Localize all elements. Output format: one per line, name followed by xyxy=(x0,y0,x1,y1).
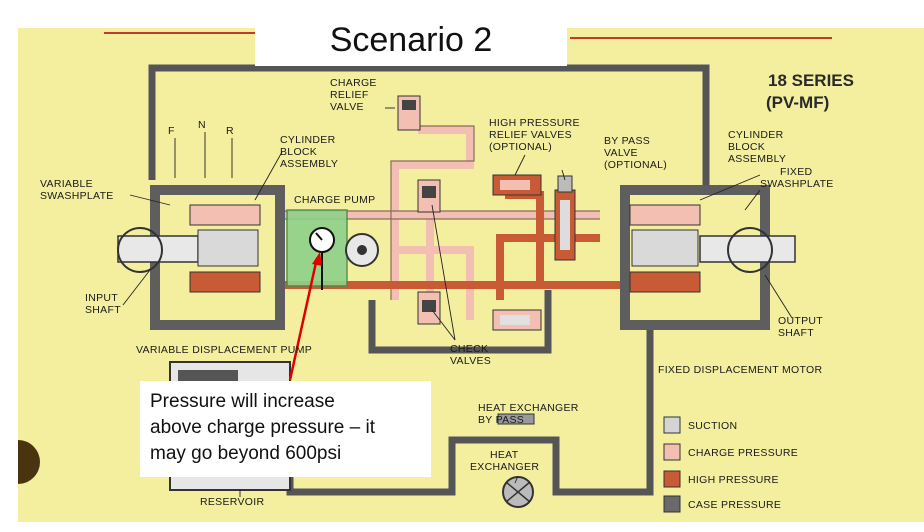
label-output-shaft-2: SHAFT xyxy=(778,327,814,339)
page-title: Scenario 2 xyxy=(329,20,493,59)
legend-swatch-charge-pressure xyxy=(663,443,681,461)
legend-swatch-suction xyxy=(663,416,681,434)
label-var-swash-2: SWASHPLATE xyxy=(40,190,114,202)
label-cyl-left-2: BLOCK xyxy=(280,146,317,158)
high-pressure-relief-valve-lower xyxy=(492,309,542,331)
note-line-3: may go beyond 600psi xyxy=(150,443,342,464)
label-hx-bypass-2: BY PASS xyxy=(478,414,524,426)
label-cyl-right-3: ASSEMBLY xyxy=(728,153,786,165)
label-reservoir: RESERVOIR xyxy=(200,496,264,508)
label-hp-relief-3: (OPTIONAL) xyxy=(489,141,552,153)
label-f: F xyxy=(168,125,175,137)
note-line-2: above charge pressure – it xyxy=(150,417,375,438)
label-check-valves-2: VALVES xyxy=(450,355,491,367)
check-valve-upper xyxy=(417,179,441,213)
label-n: N xyxy=(198,119,206,131)
pressure-gauge xyxy=(309,227,335,290)
red-arrow xyxy=(288,252,322,381)
check-valve-lower xyxy=(417,291,441,325)
label-cyl-left-1: CYLINDER xyxy=(280,134,336,146)
label-check-valves-1: CHECK xyxy=(450,343,488,355)
series-subtitle: (PV-MF) xyxy=(766,93,829,112)
label-input-shaft-2: SHAFT xyxy=(85,304,121,316)
label-hx-bypass-1: HEAT EXCHANGER xyxy=(478,402,579,414)
label-output-shaft-1: OUTPUT xyxy=(778,315,823,327)
label-charge-relief-1: CHARGE xyxy=(330,77,377,89)
legend-label-charge-pressure: CHARGE PRESSURE xyxy=(688,447,798,459)
label-charge-relief-3: VALVE xyxy=(330,101,364,113)
label-bypass-1: BY PASS xyxy=(604,135,650,147)
label-hp-relief-2: RELIEF VALVES xyxy=(489,129,572,141)
label-input-shaft-1: INPUT xyxy=(85,292,118,304)
label-hx-2: EXCHANGER xyxy=(470,461,539,473)
label-var-swash-1: VARIABLE xyxy=(40,178,93,190)
legend-label-case-pressure: CASE PRESSURE xyxy=(688,499,781,511)
fixed-displacement-motor xyxy=(620,185,796,330)
note-callout: Pressure will increase above charge pres… xyxy=(140,381,431,477)
label-charge-pump: CHARGE PUMP xyxy=(294,194,375,206)
label-fixed-swash-1: FIXED xyxy=(780,166,813,178)
label-fixed-swash-2: SWASHPLATE xyxy=(760,178,834,190)
label-hx-1: HEAT xyxy=(490,449,519,461)
edge-circle-decoration xyxy=(18,440,40,484)
bypass-valve xyxy=(554,175,576,261)
variable-displacement-pump xyxy=(117,185,285,330)
label-variable-displacement-pump: VARIABLE DISPLACEMENT PUMP xyxy=(136,344,312,356)
high-pressure-relief-valve-upper xyxy=(492,174,542,196)
label-cyl-right-2: BLOCK xyxy=(728,141,765,153)
legend-label-suction: SUCTION xyxy=(688,420,737,432)
leader-lines xyxy=(122,107,793,497)
label-cyl-left-3: ASSEMBLY xyxy=(280,158,338,170)
label-r: R xyxy=(226,125,234,137)
label-fixed-displacement-motor: FIXED DISPLACEMENT MOTOR xyxy=(658,364,822,376)
charge-relief-valve xyxy=(397,95,421,131)
legend-label-high-pressure: HIGH PRESSURE xyxy=(688,474,779,486)
label-charge-relief-2: RELIEF xyxy=(330,89,369,101)
title-box: Scenario 2 xyxy=(255,14,567,66)
legend: SUCTION CHARGE PRESSURE HIGH PRESSURE CA… xyxy=(663,416,798,513)
case-pressure-lines xyxy=(148,64,710,496)
legend-swatch-case-pressure xyxy=(663,495,681,513)
label-cyl-right-1: CYLINDER xyxy=(728,129,784,141)
legend-swatch-high-pressure xyxy=(663,470,681,488)
series-title: 18 SERIES xyxy=(768,71,854,90)
note-line-1: Pressure will increase xyxy=(150,391,335,412)
label-bypass-2: VALVE xyxy=(604,147,638,159)
label-bypass-3: (OPTIONAL) xyxy=(604,159,667,171)
label-hp-relief-1: HIGH PRESSURE xyxy=(489,117,580,129)
